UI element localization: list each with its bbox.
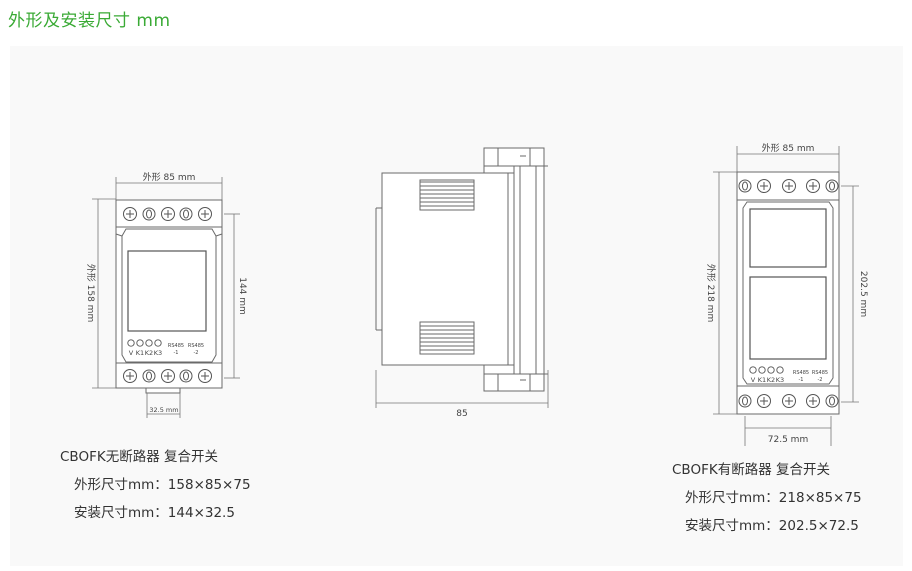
left-led-label-k3: K3 xyxy=(154,349,162,357)
right-led-label-v: V xyxy=(751,376,756,384)
left-right-dim: 144 mm xyxy=(237,277,247,315)
left-led-label-v: V xyxy=(129,349,134,357)
right-rs485-2: RS485 xyxy=(812,370,828,376)
right-bottom-dim: 72.5 mm xyxy=(768,435,808,445)
left-side-dim: 外形 158 mm xyxy=(85,264,97,322)
left-mount-size: 安装尺寸mm：144×32.5 xyxy=(74,505,235,521)
side-view: 85 xyxy=(375,147,549,419)
left-top-dim: 外形 85 mm xyxy=(143,171,196,183)
left-rs485-1-suffix: -1 xyxy=(174,350,179,356)
left-bottom-dim: 32.5 mm xyxy=(149,406,178,414)
page-title: 外形及安装尺寸 mm xyxy=(8,11,171,31)
right-mount-size: 安装尺寸mm：202.5×72.5 xyxy=(685,518,859,534)
right-outline-size: 外形尺寸mm：218×85×75 xyxy=(685,490,862,506)
right-top-dim: 外形 85 mm xyxy=(762,142,815,154)
left-rs485-2-suffix: -2 xyxy=(194,350,199,356)
right-rs485-2-suffix: -2 xyxy=(818,377,823,383)
left-product-name: CBOFK无断路器 复合开关 xyxy=(60,449,218,465)
left-rs485-1: RS485 xyxy=(168,343,184,349)
left-led-label-k1: K1 xyxy=(136,349,144,357)
right-device: 外形 85 mm 外形 218 mm 202.5 mm xyxy=(705,142,868,446)
right-led-label-k3: K3 xyxy=(776,376,784,384)
right-rs485-1-suffix: -1 xyxy=(799,377,804,383)
side-bottom-dim: 85 xyxy=(456,409,467,419)
right-led-label-k1: K1 xyxy=(758,376,766,384)
right-product-name: CBOFK有断路器 复合开关 xyxy=(672,462,830,478)
left-led-label-k2: K2 xyxy=(145,349,153,357)
right-right-dim: 202.5 mm xyxy=(858,271,868,317)
right-led-label-k2: K2 xyxy=(767,376,775,384)
left-rs485-2: RS485 xyxy=(188,343,204,349)
left-device: 外形 85 mm 外形 158 mm 144 mm xyxy=(85,171,247,418)
right-side-dim: 外形 218 mm xyxy=(705,264,717,322)
left-outline-size: 外形尺寸mm：158×85×75 xyxy=(74,477,251,493)
right-rs485-1: RS485 xyxy=(793,370,809,376)
